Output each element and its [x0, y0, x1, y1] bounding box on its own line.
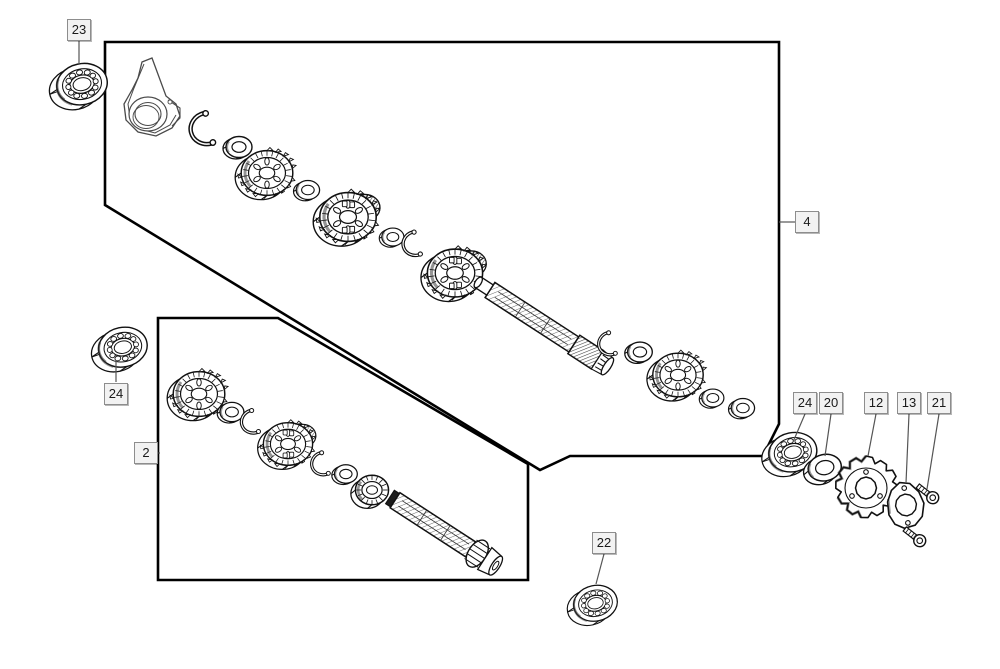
mainshaft-part	[473, 276, 615, 376]
retainer-bolt-21-upper-part	[915, 483, 940, 505]
group-4-contents	[123, 57, 756, 420]
leader-13	[905, 413, 910, 484]
thrust-washer-part	[330, 463, 359, 486]
thrust-washer-part	[216, 401, 245, 424]
bearing-23-part	[43, 57, 114, 116]
leader-24-right	[792, 413, 806, 443]
callout-23-bearing[interactable]: 23	[67, 19, 91, 41]
callout-12-drive-sprocket[interactable]: 12	[864, 392, 888, 414]
shift-fork-part	[123, 57, 181, 137]
bearing-22-part	[562, 580, 623, 631]
group-2-contents	[165, 367, 504, 576]
leader-lines	[78, 41, 940, 585]
sprocket-retainer-plate-13-part	[886, 481, 925, 530]
leader-22	[595, 553, 605, 585]
callout-22-bearing[interactable]: 22	[592, 532, 616, 554]
callout-13-retainer-plate[interactable]: 13	[897, 392, 921, 414]
leader-20	[824, 413, 832, 457]
callout-24-right-bearing[interactable]: 24	[793, 392, 817, 414]
retainer-bolt-21-lower-part	[902, 526, 927, 548]
bearing-24-left-part	[85, 321, 153, 378]
leader-12	[867, 413, 877, 457]
callout-20-oil-seal[interactable]: 20	[819, 392, 843, 414]
thrust-washer-part	[623, 341, 654, 365]
thrust-washer-part	[222, 135, 253, 160]
thrust-washer-part	[378, 227, 405, 249]
countershaft-part	[384, 489, 504, 576]
drive-sprocket-12-part	[835, 455, 899, 519]
thrust-washer-part	[698, 388, 725, 410]
callout-24-left-bearing[interactable]: 24	[104, 383, 128, 405]
callout-21-bolt[interactable]: 21	[927, 392, 951, 414]
thrust-washer-part	[727, 397, 756, 420]
callout-2-countershaft-group[interactable]: 2	[134, 442, 158, 464]
thrust-washer-part	[292, 179, 321, 202]
callout-4-mainshaft-group[interactable]: 4	[795, 211, 819, 233]
leader-21	[926, 413, 940, 490]
group-2-boundary	[156, 316, 530, 582]
